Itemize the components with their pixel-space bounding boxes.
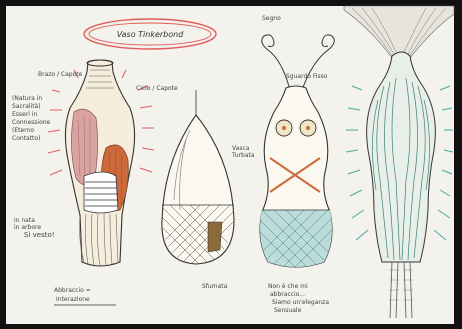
label-brazo: Brazo / Capote [38,71,83,78]
label-sguardo: Sguardo Fisso [286,73,328,80]
label-ciclo: Ciclo / Capote [136,85,178,92]
label-segno: Segno [262,15,281,22]
page-title: Vaso Tinkerbond [117,30,185,39]
label-sfumata: Sfumata [202,283,228,290]
